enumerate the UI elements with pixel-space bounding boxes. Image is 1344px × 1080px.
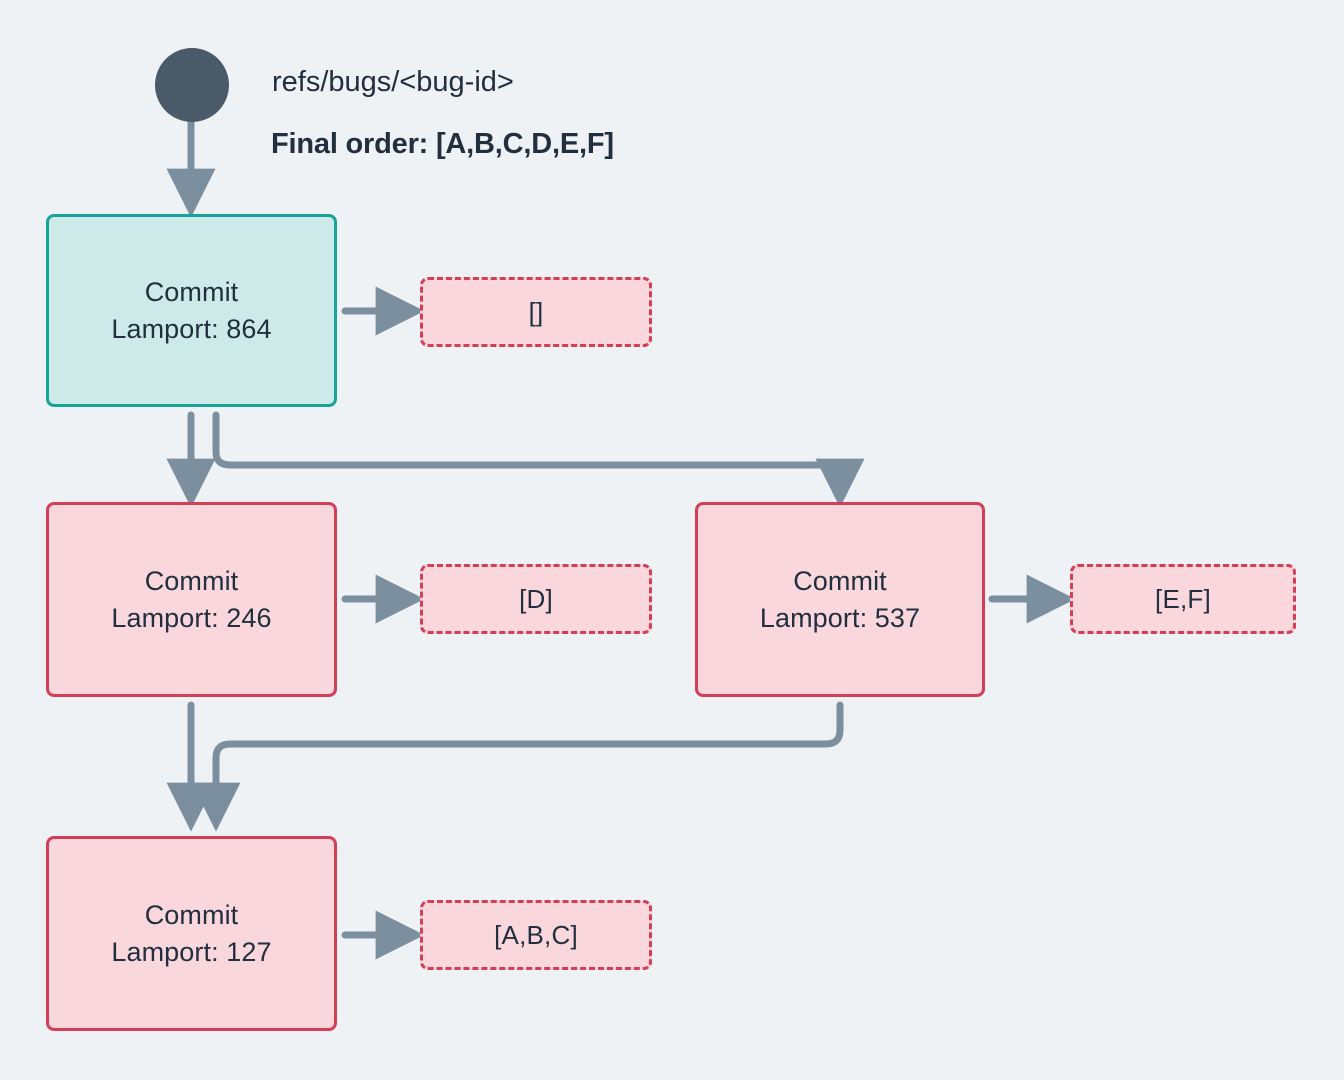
node-commit-537[interactable]: Commit Lamport: 537 [695, 502, 985, 697]
node-commit-246-title: Commit [144, 566, 239, 597]
edge-head-to-midright [212, 411, 865, 508]
node-commit-537-title: Commit [793, 566, 887, 597]
start-dot-icon [155, 48, 229, 122]
node-commit-537-lamport: Lamport: 537 [759, 602, 921, 633]
node-commit-127[interactable]: Commit Lamport: 127 [46, 836, 337, 1031]
node-commit-864[interactable]: Commit Lamport: 864 [46, 214, 337, 407]
node-commit-864-lamport: Lamport: 864 [111, 313, 272, 344]
ref-path-label: refs/bugs/<bug-id> [272, 66, 514, 98]
payload-box-127[interactable]: [A,B,C] [420, 900, 652, 970]
payload-box-537[interactable]: [E,F] [1070, 564, 1296, 634]
node-commit-246-lamport: Lamport: 246 [111, 602, 272, 633]
node-commit-127-title: Commit [144, 900, 239, 931]
node-commit-864-title: Commit [144, 277, 239, 308]
payload-box-864[interactable]: [] [420, 277, 652, 347]
node-commit-127-lamport: Lamport: 127 [111, 936, 272, 967]
final-order-label: Final order: [A,B,C,D,E,F] [271, 128, 614, 160]
node-commit-246[interactable]: Commit Lamport: 246 [46, 502, 337, 697]
edge-midright-to-tail [191, 701, 844, 832]
payload-box-246[interactable]: [D] [420, 564, 652, 634]
